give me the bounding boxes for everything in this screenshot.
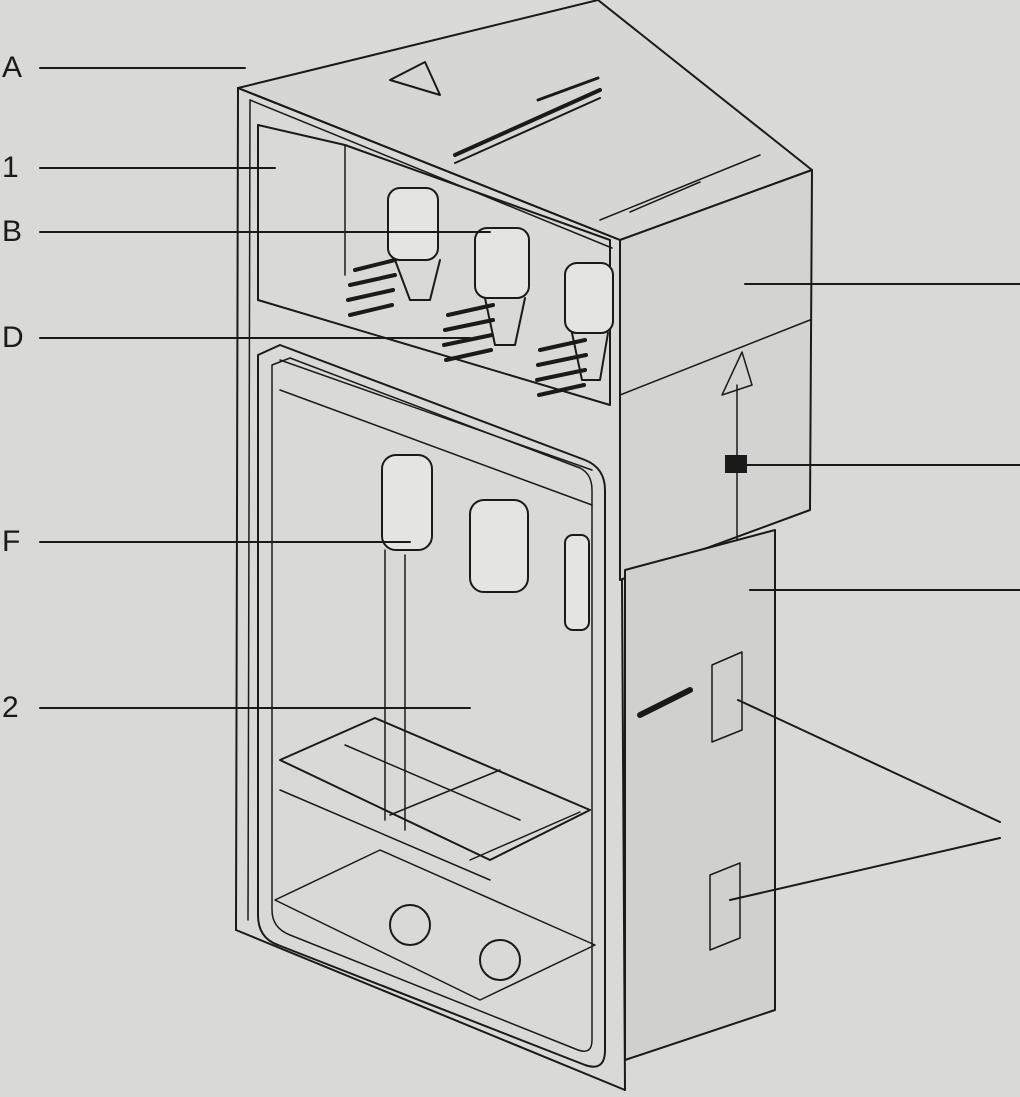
truck-rails [279, 717, 591, 881]
lower-contacts [381, 454, 590, 831]
callout-leaders [39, 67, 1020, 901]
leader-right-4b [729, 837, 1001, 901]
floor-plate [274, 849, 596, 1001]
callout-F: F [2, 525, 21, 558]
bushing-right [535, 262, 614, 397]
callout-A: A [2, 51, 23, 84]
callout-D: D [2, 321, 24, 354]
door-frame [257, 344, 606, 1068]
bushing-left [346, 187, 441, 317]
callout-1: 1 [2, 151, 19, 184]
callout-2: 2 [2, 691, 19, 724]
bushings [346, 187, 614, 397]
bushing-middle [442, 227, 530, 362]
callout-B: B [2, 215, 23, 248]
roof-details [389, 61, 761, 221]
side-compartment [619, 169, 813, 581]
side-panel [624, 529, 776, 1061]
leader-right-4a [737, 699, 1001, 823]
